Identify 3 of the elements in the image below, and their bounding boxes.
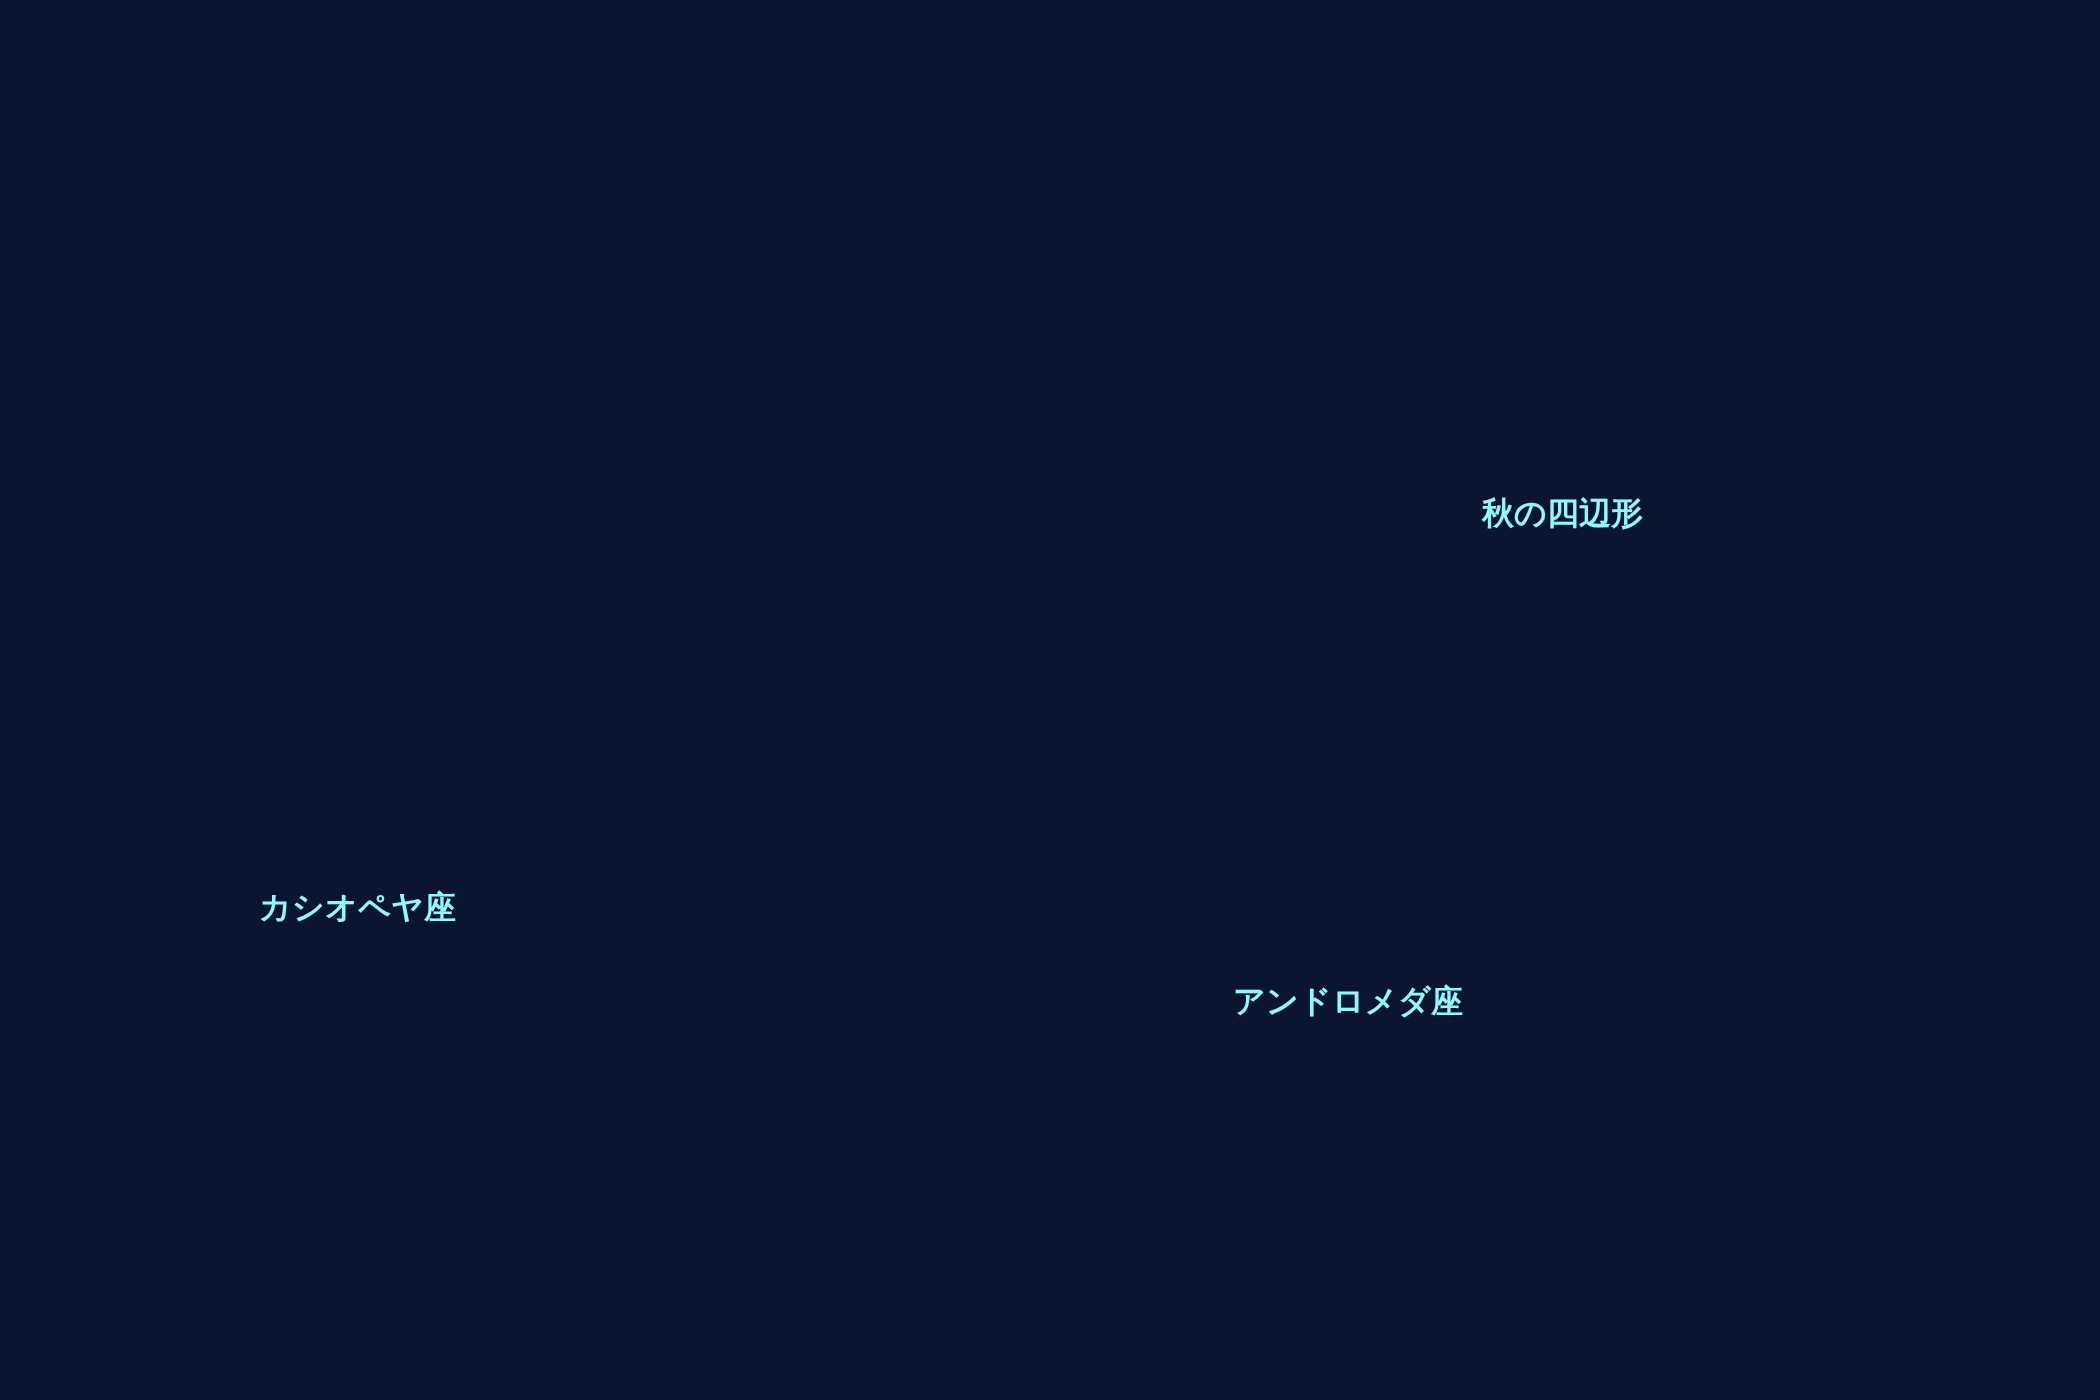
constellation-label: カシオペヤ座 bbox=[259, 888, 456, 927]
constellation-label: 秋の四辺形 bbox=[1482, 494, 1643, 533]
constellation-label: アンドロメダ座 bbox=[1233, 982, 1463, 1021]
